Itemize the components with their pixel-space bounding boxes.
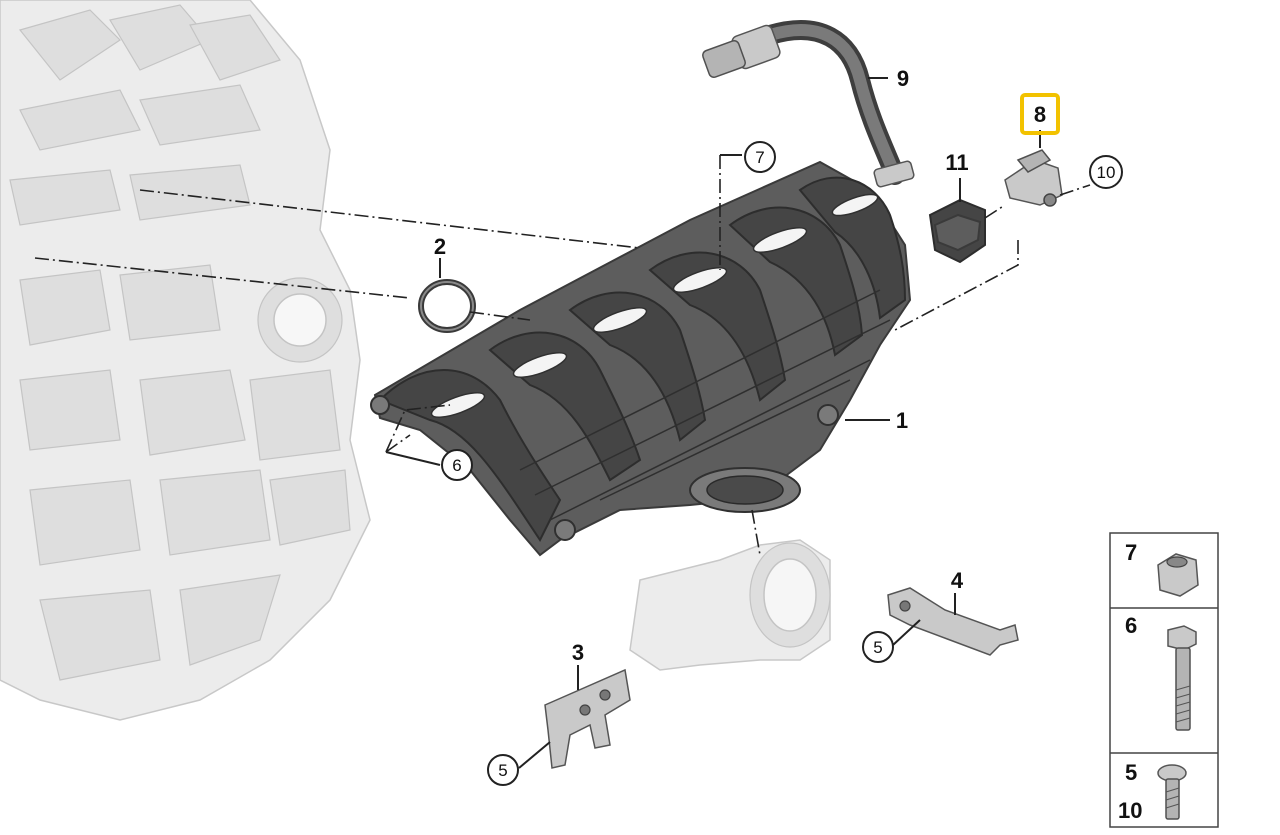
callout-1: 1 <box>896 408 908 433</box>
legend-label-6: 6 <box>1125 613 1137 638</box>
engine-block-ghost <box>0 0 371 721</box>
callout-4: 4 <box>951 568 964 593</box>
screw-icon <box>1157 764 1187 820</box>
callout-labels: 2 9 11 1 3 4 8 7 10 6 5 5 <box>434 66 1123 786</box>
bracket-3 <box>544 668 631 769</box>
nut-icon <box>1157 553 1199 597</box>
callout-circle-10 <box>1089 155 1123 189</box>
callout-circle-5-right <box>862 631 894 663</box>
callout-5-right: 5 <box>873 638 882 657</box>
bracket-4 <box>887 587 1019 656</box>
legend-label-7: 7 <box>1125 540 1137 565</box>
callout-8[interactable]: 8 <box>1034 102 1046 127</box>
callout-circle-5-left <box>487 754 519 786</box>
callout-9: 9 <box>897 66 909 91</box>
callout-10: 10 <box>1097 163 1116 182</box>
callout-11: 11 <box>945 150 968 175</box>
intake-manifold <box>370 160 912 557</box>
highlight-box-8 <box>1020 93 1060 135</box>
legend-label-10: 10 <box>1118 798 1142 823</box>
callout-2: 2 <box>434 234 446 259</box>
connector-11 <box>928 198 986 264</box>
callout-5-left: 5 <box>498 761 507 780</box>
leader-lines <box>385 77 1041 769</box>
gasket-ring <box>418 279 476 333</box>
callout-3: 3 <box>572 640 584 665</box>
callout-circle-7 <box>744 141 776 173</box>
throttle-body-ghost <box>629 539 831 671</box>
callout-7: 7 <box>755 148 764 167</box>
callout-6: 6 <box>452 456 461 475</box>
vent-hose <box>702 20 915 188</box>
callout-circle-6 <box>441 449 473 481</box>
legend-label-5: 5 <box>1125 760 1137 785</box>
fastener-legend: 7 6 5 10 <box>1109 532 1219 828</box>
alignment-lines <box>34 155 1091 556</box>
sensor-8 <box>1004 149 1063 207</box>
bolt-icon <box>1167 625 1197 731</box>
